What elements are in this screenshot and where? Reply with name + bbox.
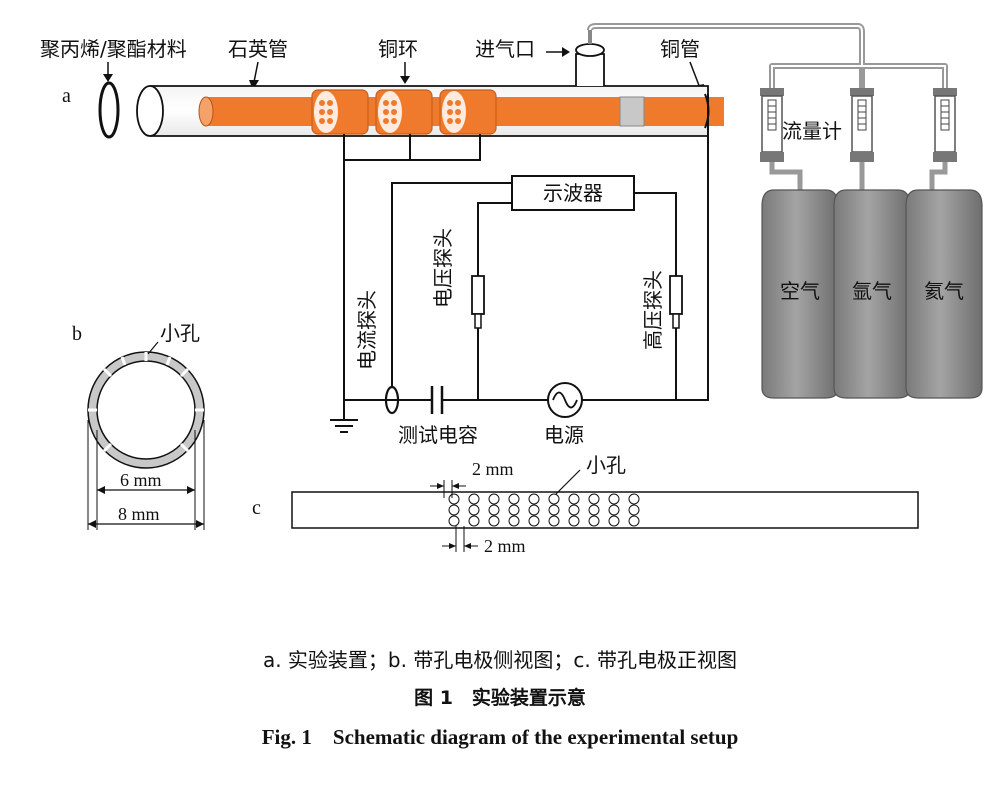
sealing-material-label: 聚丙烯/聚酯材料 — [40, 37, 187, 61]
electrode-front-view — [291, 469, 919, 552]
current-probe-label: 电流探头 — [355, 290, 379, 370]
hole-spacing-bottom-label: 2 mm — [484, 536, 526, 556]
quartz-tube-label: 石英管 — [228, 37, 288, 61]
gas-inlet — [575, 30, 605, 86]
cylinder-air-label: 空气 — [780, 279, 820, 303]
cylinder-argon: 氩气 — [833, 189, 911, 399]
cylinder-argon-label: 氩气 — [852, 279, 892, 303]
copper-ring-3 — [439, 89, 497, 135]
flowmeter-air — [760, 88, 784, 162]
panel-label-b: b — [72, 323, 82, 345]
figure-title-cn: 图 1 实验装置示意 — [414, 686, 586, 709]
high-voltage-probe-label: 高压探头 — [641, 270, 665, 350]
flowmeter-argon — [850, 88, 874, 162]
flowmeter-helium — [933, 88, 957, 162]
flowmeters — [760, 88, 957, 162]
copper-ring-1 — [311, 89, 369, 135]
figure-title-en: Fig. 1 Schematic diagram of the experime… — [262, 725, 739, 749]
subcaption: a. 实验装置；b. 带孔电极侧视图；c. 带孔电极正视图 — [263, 648, 737, 672]
flowmeter-label: 流量计 — [782, 119, 842, 143]
inner-diameter-label: 6 mm — [120, 470, 162, 490]
cylinder-helium: 氦气 — [905, 189, 983, 399]
panel-label-c: c — [252, 497, 261, 519]
gas-cylinders: 空气 氩气 氦气 — [761, 189, 983, 399]
copper-ring-label: 铜环 — [378, 37, 418, 61]
sealing-ring — [98, 81, 120, 139]
cylinder-helium-label: 氦气 — [924, 279, 964, 303]
electrode-side-view — [87, 341, 205, 530]
gas-line — [587, 23, 948, 90]
cylinder-air: 空气 — [761, 189, 839, 399]
hole-spacing-top-label: 2 mm — [472, 459, 514, 479]
small-hole-label-b: 小孔 — [160, 321, 200, 345]
voltage-probe-label: 电压探头 — [431, 228, 455, 308]
gas-inlet-label: 进气口 — [475, 37, 535, 61]
copper-tube-label: 铜管 — [660, 37, 700, 61]
panel-label-a: a — [62, 85, 71, 107]
circuit — [330, 94, 709, 433]
power-supply-label: 电源 — [544, 423, 584, 447]
gas-line-inner — [589, 25, 946, 90]
small-hole-label-c: 小孔 — [586, 453, 626, 477]
cylinder-pipes — [769, 162, 948, 190]
copper-rings — [311, 89, 497, 135]
outer-diameter-label: 8 mm — [118, 504, 160, 524]
copper-ring-2 — [375, 89, 433, 135]
oscilloscope-label: 示波器 — [543, 181, 603, 205]
gray-band — [619, 96, 645, 127]
test-capacitor-label: 测试电容 — [398, 423, 478, 447]
